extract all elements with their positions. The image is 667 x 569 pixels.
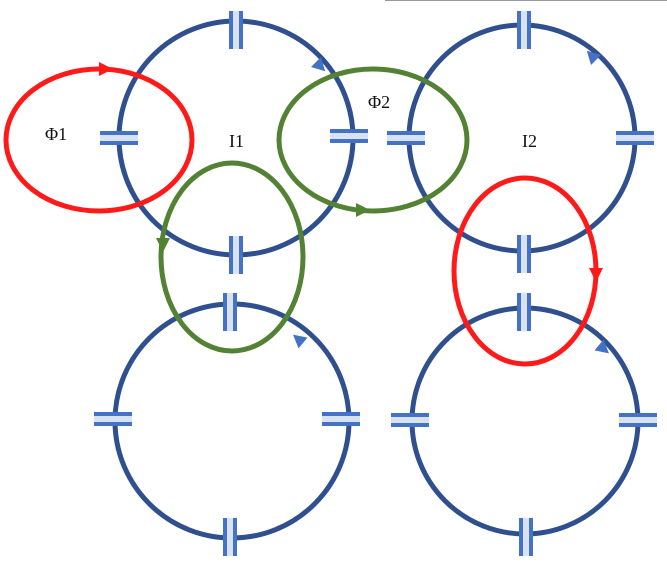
- capacitor-gap: [520, 11, 528, 49]
- capacitor-plate-a: [529, 518, 533, 556]
- flux-loop-phi1: [3, 66, 195, 214]
- capacitor-gap: [391, 416, 429, 424]
- capacitor-plate-a: [330, 129, 368, 133]
- capacitor-plate-a: [387, 131, 425, 135]
- capacitor-gap: [232, 236, 240, 274]
- capacitor-tl-top: [229, 11, 243, 49]
- capacitor-gap: [94, 415, 132, 423]
- capacitor-gap: [616, 134, 654, 142]
- capacitor-bl-bottom: [223, 518, 237, 556]
- capacitor-plate-b: [517, 11, 521, 49]
- label-phi2: Φ2: [368, 92, 390, 112]
- capacitor-plate-a: [527, 235, 531, 273]
- flux-arrow-red-right: [589, 268, 603, 282]
- capacitor-tr-left: [387, 131, 425, 145]
- capacitor-plate-b: [619, 423, 657, 427]
- flux-arrow-phi2-upper: [356, 203, 370, 217]
- capacitor-plate-a: [100, 131, 138, 135]
- capacitor-tl-left: [100, 131, 138, 145]
- capacitor-plate-b: [322, 422, 360, 426]
- capacitor-plate-a: [391, 413, 429, 417]
- capacitor-gap: [226, 293, 234, 331]
- capacitor-plate-a: [239, 11, 243, 49]
- capacitor-plate-a: [94, 412, 132, 416]
- capacitor-gap: [322, 415, 360, 423]
- capacitor-gap: [100, 134, 138, 142]
- label-i1: I1: [229, 131, 244, 151]
- capacitor-br-bottom: [519, 518, 533, 556]
- capacitor-br-top: [517, 293, 531, 331]
- capacitor-bl-top: [223, 293, 237, 331]
- capacitor-plate-b: [517, 293, 521, 331]
- capacitor-tr-bottom: [517, 235, 531, 273]
- capacitor-plate-a: [616, 131, 654, 135]
- capacitor-gap: [619, 416, 657, 424]
- label-i2: I2: [522, 131, 537, 151]
- capacitor-plate-a: [527, 11, 531, 49]
- capacitor-plate-a: [619, 413, 657, 417]
- capacitor-gap: [232, 11, 240, 49]
- label-phi1: Φ1: [45, 124, 67, 144]
- capacitor-plate-b: [223, 518, 227, 556]
- capacitor-plate-b: [223, 293, 227, 331]
- ring-arrow-bl: [293, 334, 308, 349]
- capacitor-plate-a: [322, 412, 360, 416]
- capacitor-plate-b: [616, 141, 654, 145]
- capacitor-gap: [330, 132, 368, 140]
- capacitor-plate-a: [233, 518, 237, 556]
- capacitor-tl-right: [330, 129, 368, 143]
- capacitor-gap: [520, 235, 528, 273]
- flux-loop-phi2-upper: [276, 66, 470, 214]
- capacitor-plate-b: [330, 139, 368, 143]
- capacitor-br-left: [391, 413, 429, 427]
- capacitor-tr-right: [616, 131, 654, 145]
- flux-arrow-phi2-lower: [156, 238, 170, 252]
- capacitor-gap: [226, 518, 234, 556]
- flux-loop-phi2-lower: [158, 160, 306, 354]
- ring-arrow-tl: [311, 57, 326, 72]
- capacitor-br-right: [619, 413, 657, 427]
- capacitor-plate-a: [233, 293, 237, 331]
- capacitor-plate-b: [94, 422, 132, 426]
- capacitor-plate-b: [100, 141, 138, 145]
- capacitor-plate-b: [229, 236, 233, 274]
- capacitor-plate-b: [387, 141, 425, 145]
- ring-arrow-tr: [586, 50, 601, 65]
- capacitor-plate-a: [239, 236, 243, 274]
- capacitor-gap: [522, 518, 530, 556]
- capacitor-plate-a: [527, 293, 531, 331]
- capacitor-gap: [387, 134, 425, 142]
- capacitor-plate-b: [391, 423, 429, 427]
- capacitor-tl-bottom: [229, 236, 243, 274]
- capacitor-plate-b: [229, 11, 233, 49]
- ring-bottom-left: [112, 301, 352, 541]
- capacitor-plate-b: [517, 235, 521, 273]
- top-border-line: [385, 0, 667, 1]
- capacitor-plate-b: [519, 518, 523, 556]
- capacitor-gap: [520, 293, 528, 331]
- flux-arrow-phi1: [99, 62, 113, 76]
- capacitor-bl-left: [94, 412, 132, 426]
- ring-arrow-br: [594, 339, 609, 354]
- capacitor-bl-right: [322, 412, 360, 426]
- capacitor-tr-top: [517, 11, 531, 49]
